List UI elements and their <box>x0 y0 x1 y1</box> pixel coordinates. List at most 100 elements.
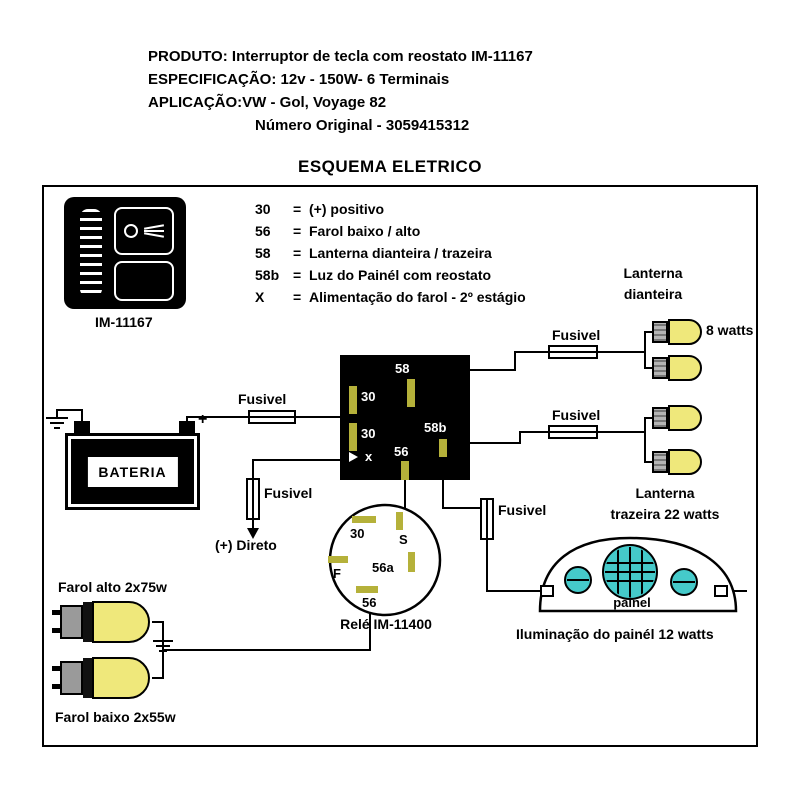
relay-pin-s <box>396 512 403 530</box>
wire-battery-ground <box>56 409 83 424</box>
farol-baixo-label: Farol baixo 2x55w <box>55 709 176 725</box>
terminal-58-pin <box>407 379 415 407</box>
legend-desc: Luz do Painél com reostato <box>309 267 492 283</box>
battery-terminal-left <box>74 421 90 433</box>
application-label: APLICAÇÃO: <box>148 94 243 111</box>
fuse-4 <box>548 345 598 359</box>
legend-row: 58b = Luz do Painél com reostato <box>255 267 526 289</box>
fuse-5 <box>548 425 598 439</box>
relay-terminal-56a-label: 56a <box>372 560 394 575</box>
farol-alto-bulb <box>52 601 152 643</box>
relay-terminal-f-label: F <box>333 566 341 581</box>
bulb-glass <box>92 601 150 643</box>
lanterna-trazeira-bulb-2 <box>652 448 702 476</box>
bulb-socket <box>652 451 668 473</box>
product-line: PRODUTO: Interruptor de tecla com reosta… <box>148 48 533 65</box>
lanterna-dianteira-line1: Lanterna <box>623 265 683 281</box>
legend-desc: Lanterna dianteira / trazeira <box>309 245 492 261</box>
bulb-prong <box>52 684 62 689</box>
battery-plus-label: + <box>198 411 208 428</box>
product-code-label: IM-11167 <box>95 314 153 330</box>
lanterna-trazeira-label: Lanterna trazeira 22 watts <box>575 483 755 525</box>
panel-connector-right <box>714 585 728 597</box>
legend-equals: = <box>293 267 302 283</box>
relay-terminal-s-label: S <box>399 532 408 547</box>
legend-key: 30 <box>255 201 271 217</box>
legend-row: X=Alimentação do farol - 2º estágio <box>255 289 526 311</box>
spec-label: ESPECIFICAÇÃO: <box>148 71 277 88</box>
rocker-ridges-icon <box>80 209 102 297</box>
bulb-socket <box>652 357 668 379</box>
switch-window-icon <box>114 261 174 301</box>
terminal-30b-label: 30 <box>361 426 376 441</box>
legend-row: 58 = Lanterna dianteira / trazeira <box>255 245 526 267</box>
legend-equals: = <box>293 245 302 261</box>
lanterna-dianteira-bulb-1 <box>652 318 702 346</box>
terminal-x-label: x <box>365 449 373 464</box>
fuse-label-4: Fusivel <box>552 327 601 343</box>
bulb-prong <box>52 628 62 633</box>
legend-key: 58 <box>255 245 271 261</box>
fuse-label-2: Fusivel <box>264 485 313 501</box>
headlight-ray-icon <box>143 232 165 238</box>
legend-row: 56=Farol baixo / alto <box>255 223 526 245</box>
bulb-glass <box>92 657 150 699</box>
terminal-56-label: 56 <box>394 444 409 459</box>
headlight-ray-icon <box>144 230 164 232</box>
relay-pin-f <box>328 556 348 563</box>
battery-terminal-right <box>179 421 195 433</box>
bulb-glass <box>668 319 702 345</box>
bulb-connector <box>60 661 83 695</box>
bulb-glass <box>668 405 702 431</box>
battery: BATERIA <box>65 433 200 510</box>
fuse-label-5: Fusivel <box>552 407 601 423</box>
lanterna-dianteira-line2: dianteira <box>623 286 683 302</box>
relay-terminal-30-label: 30 <box>350 526 365 541</box>
spec-value: 12v - 150W- 6 Terminais <box>276 71 450 88</box>
fuse-label-1: Fusivel <box>238 391 287 407</box>
farol-alto-label: Farol alto 2x75w <box>58 579 167 595</box>
bulb-prong <box>52 610 62 615</box>
application-value: VW - Gol, Voyage 82 <box>242 94 387 111</box>
bulb-base-band <box>83 602 92 642</box>
direto-arrowhead <box>247 528 259 539</box>
fuse-3 <box>480 498 494 540</box>
wire-relay-to-farol <box>163 613 371 651</box>
fuse-label-3: Fusivel <box>498 502 547 518</box>
legend-key: 58b <box>255 267 280 283</box>
x-terminal-arrow-icon <box>349 452 358 462</box>
battery-label: BATERIA <box>87 456 178 487</box>
watts-8-label: 8 watts <box>706 322 754 338</box>
schema-title: ESQUEMA ELETRICO <box>298 157 482 176</box>
legend: 30=(+) positivo 56=Farol baixo / alto 58… <box>255 201 526 311</box>
terminal-30b-pin <box>349 423 357 451</box>
wire-trazeira-bus <box>644 417 653 463</box>
terminal-58-label: 58 <box>395 361 410 376</box>
lanterna-dianteira-label: Lanterna dianteira <box>608 263 698 305</box>
terminal-58b-pin <box>439 439 447 457</box>
farol-baixo-bulb <box>52 657 152 699</box>
headlight-circle-icon <box>124 224 138 238</box>
relay-caption: Relé IM-11400 <box>340 616 432 632</box>
legend-row: 30=(+) positivo <box>255 201 526 223</box>
terminal-30a-label: 30 <box>361 389 376 404</box>
legend-key: X <box>255 289 265 305</box>
panel-connector-left <box>540 585 554 597</box>
fuse-1 <box>248 410 296 424</box>
legend-key: 56 <box>255 223 271 239</box>
lanterna-trazeira-line1: Lanterna <box>635 485 695 501</box>
lanterna-trazeira-bulb-1 <box>652 404 702 432</box>
relay-pin-56 <box>356 586 378 593</box>
bulb-connector <box>60 605 83 639</box>
legend-equals: = <box>293 201 302 217</box>
legend-equals: = <box>293 289 302 305</box>
bulb-glass <box>668 355 702 381</box>
headlight-ray-icon <box>143 224 165 230</box>
spec-line: ESPECIFICAÇÃO: 12v - 150W- 6 Terminais <box>148 71 449 88</box>
terminal-30a-pin <box>349 386 357 414</box>
switch-box: 58 30 30 58b x 56 <box>340 355 470 480</box>
panel-caption: Iluminação do painél 12 watts <box>516 626 714 642</box>
headlight-symbol-icon <box>114 207 174 255</box>
product-value: Interruptor de tecla com reostato IM-111… <box>227 48 533 65</box>
